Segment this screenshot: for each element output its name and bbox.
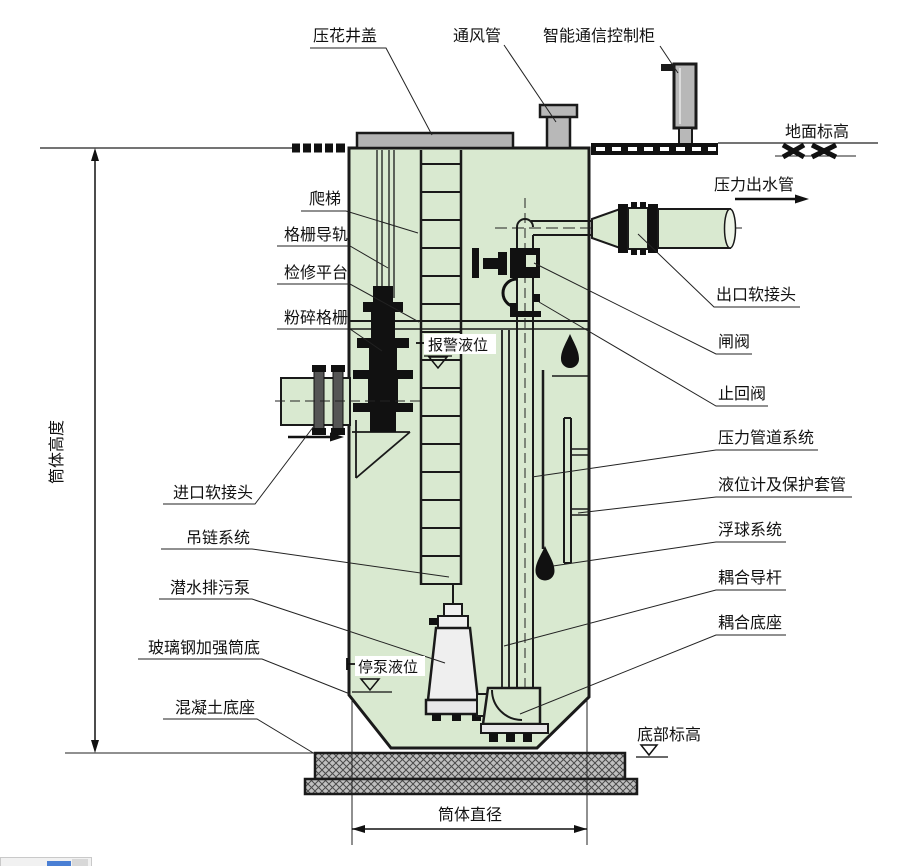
protective-sleeve-channel	[563, 417, 588, 564]
coupling-base-label: 耦合底座	[718, 614, 782, 632]
crushing-grille	[353, 286, 413, 432]
leader-level-gauge	[577, 496, 852, 514]
height-dimension: 筒体高度	[48, 148, 315, 754]
manhole-cover	[355, 131, 515, 150]
tank-body	[347, 146, 591, 750]
leader-outlet-joint	[637, 233, 800, 308]
leader-chain-system	[161, 548, 450, 578]
leader-manhole-cover	[310, 47, 433, 136]
barrel-height-label: 筒体高度	[48, 420, 66, 484]
control-cabinet-label: 智能通信控制柜	[543, 27, 655, 45]
gate-valve-label: 闸阀	[718, 333, 750, 351]
leader-crushing-grille	[277, 328, 383, 352]
concrete-base-label: 混凝土底座	[175, 699, 255, 717]
grille-guide-rail-label: 格栅导轨	[284, 226, 348, 244]
bottom-elevation-marker: 底部标高	[636, 726, 701, 758]
outlet-flexible-joint-label: 出口软接头	[716, 286, 796, 304]
ground-elevation-label: 地面标高	[785, 123, 849, 141]
control-cabinet	[661, 62, 698, 147]
leader-ladder	[301, 210, 419, 234]
outlet-pipe-assembly	[591, 202, 737, 255]
concrete-base	[303, 751, 639, 796]
float-ball-system-label: 浮球系统	[718, 521, 782, 539]
leader-concrete-base	[163, 718, 316, 755]
pressure-pipeline-label: 压力管道系统	[718, 429, 814, 447]
chain-system-label: 吊链系统	[186, 529, 250, 547]
submersible-pump-label: 潜水排污泵	[170, 579, 250, 597]
check-valve-label: 止回阀	[718, 385, 766, 403]
level-gauge-sleeve-label: 液位计及保护套管	[718, 476, 846, 494]
coupling-guide-rods	[501, 330, 510, 688]
leader-coupling-rod	[503, 589, 786, 647]
ground-elevation-marks	[781, 142, 838, 160]
leader-maintenance-platform	[277, 283, 420, 323]
leader-pressure-pipeline	[531, 449, 818, 478]
alarm-level-label: 报警液位	[428, 337, 488, 354]
ground-line	[40, 142, 878, 160]
leader-float-system	[552, 541, 786, 567]
pressure-outlet-pipe-label: 压力出水管	[714, 176, 794, 194]
ladder-label: 爬梯	[309, 190, 341, 208]
leader-grille-guide-rail	[277, 245, 389, 269]
ladder	[419, 150, 463, 585]
outflow-arrow	[735, 194, 809, 204]
leader-check-valve	[538, 301, 768, 407]
coupling-guide-rod-label: 耦合导杆	[718, 569, 782, 587]
leader-lines	[138, 44, 852, 755]
frp-bottom-label: 玻璃钢加强筒底	[148, 639, 260, 657]
alarm-level-marker: 报警液位	[416, 334, 496, 370]
leader-inlet-joint	[163, 425, 315, 505]
inflow-arrow	[288, 432, 344, 442]
leader-pump	[159, 598, 446, 664]
maintenance-platform-label: 检修平台	[284, 264, 348, 282]
barrel-diameter-label: 筒体直径	[438, 806, 502, 824]
check-valve	[501, 277, 541, 317]
leader-gate-valve	[533, 262, 752, 355]
float-balls	[535, 334, 588, 581]
background-window-blue-element[interactable]	[47, 861, 71, 866]
inlet-pipe	[275, 365, 420, 442]
leader-coupling-base	[519, 634, 786, 715]
background-window-gray-element	[72, 859, 88, 866]
leader-vent-pipe	[503, 44, 557, 123]
vent-pipe-label: 通风管	[453, 27, 501, 45]
crushing-grille-label: 粉碎格栅	[284, 309, 348, 327]
manhole-cover-label: 压花井盖	[313, 27, 377, 45]
coupling-base	[476, 686, 549, 742]
leader-control-cabinet	[659, 45, 679, 74]
stop-pump-level-marker: 停泵液位	[346, 656, 425, 693]
labels: 压花井盖 通风管 智能通信控制柜 地面标高 压力出水管 出口软接头 闸阀 止回阀…	[148, 27, 849, 717]
diameter-dimension: 筒体直径	[351, 700, 588, 845]
leader-frp-bottom	[138, 658, 351, 695]
background-window-fragment[interactable]	[0, 857, 92, 866]
vent-pipe	[538, 103, 579, 150]
stop-pump-level-label: 停泵液位	[358, 659, 418, 676]
inlet-flexible-joint-label: 进口软接头	[173, 484, 253, 502]
bottom-elevation-label: 底部标高	[637, 726, 701, 744]
